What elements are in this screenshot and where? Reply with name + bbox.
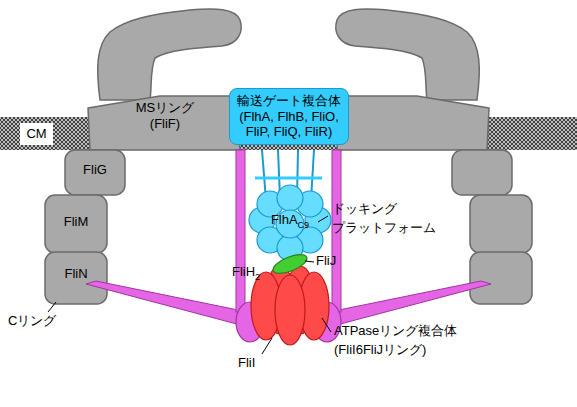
atpase-label: ATPaseリング複合体 (FliI6FliJリング) — [334, 322, 499, 360]
node-text: FliG — [65, 162, 125, 178]
flij-label: FliJ — [316, 252, 356, 271]
platform-label: ドッキング プラットフォーム — [332, 200, 448, 238]
export-gate-box: 輸送ゲート複合体 (FlhA, FlhB, FliO, FliP, FliQ, … — [229, 88, 349, 145]
node-text: 輸送ゲート複合体 (FlhA, FlhB, FliO, FliP, FliQ, … — [233, 93, 345, 140]
node-text: CM — [26, 126, 47, 142]
node-text: FliN — [45, 266, 107, 282]
node-text: FliM — [45, 214, 107, 230]
label-text: Cリング — [8, 313, 56, 328]
ms-ring: MSリング (FliF) — [125, 100, 205, 131]
ring-label: Cリング — [8, 312, 78, 331]
label-text: FliI — [238, 355, 255, 370]
subscript: 2 — [255, 272, 260, 282]
flii-label: FliI — [238, 354, 278, 373]
flim-block: FliM — [45, 214, 107, 230]
flin-block: FliN — [45, 266, 107, 282]
flih-dimer: FliH2 — [218, 264, 274, 282]
node-text: FliH — [232, 264, 255, 279]
membrane-label-box: CM — [20, 123, 53, 145]
label-text: ATPaseリング複合体 (FliI6FliJリング) — [334, 323, 457, 357]
flha-platform: FlhAC9 — [250, 212, 330, 230]
node-text: FlhA — [271, 212, 298, 227]
subscript: C9 — [298, 220, 310, 230]
label-text: FliJ — [316, 253, 336, 268]
node-text: MSリング (FliF) — [125, 100, 205, 131]
label-text: ドッキング プラットフォーム — [332, 201, 436, 235]
flig-block: FliG — [65, 162, 125, 178]
